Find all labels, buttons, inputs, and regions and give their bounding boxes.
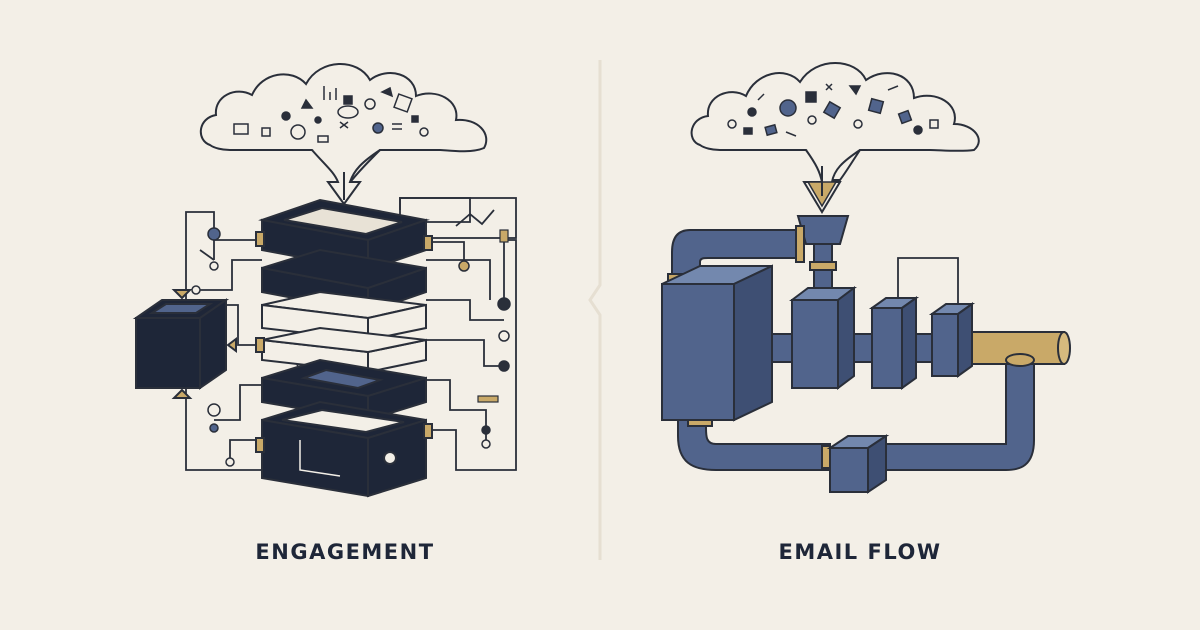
side-cube-left (132, 289, 237, 399)
processing-tank (661, 264, 773, 422)
engagement-illustration (132, 63, 517, 498)
engagement-caption: ENGAGEMENT (255, 540, 435, 564)
trend-line-icon (455, 209, 495, 227)
layer-stack (255, 198, 433, 498)
center-divider (588, 60, 602, 560)
inflow-arrow-left (311, 149, 381, 206)
gold-connector (499, 229, 509, 243)
filter-module-1 (789, 286, 857, 390)
filter-module-3 (928, 302, 976, 378)
email-flow-caption: EMAIL FLOW (778, 540, 942, 564)
gold-connector (477, 395, 499, 403)
email-flow-illustration (661, 62, 1071, 494)
filter-module-2 (868, 296, 920, 390)
idea-cloud-left (200, 63, 488, 181)
cloud-shapes-right (727, 83, 939, 137)
sensor-wire (897, 257, 959, 310)
cloud-shapes-left (233, 86, 429, 143)
valve-cube (826, 434, 890, 494)
